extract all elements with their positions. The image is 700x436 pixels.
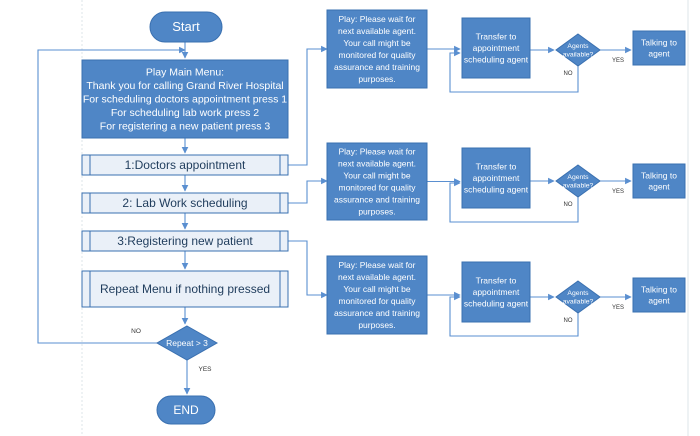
wait-message-line: monitored for quality <box>338 296 416 306</box>
transfer-line: scheduling agent <box>464 298 529 308</box>
talking-line: Talking to <box>641 170 677 180</box>
connector-decision-no-loop-1 <box>449 49 579 93</box>
wait-message-line: assurance and training <box>334 308 420 318</box>
main-menu-line: Thank you for calling Grand River Hospit… <box>86 80 283 92</box>
branch-3-agents-decision: Agents available? <box>555 280 601 314</box>
talking-line: agent <box>648 181 670 191</box>
start-terminator: Start <box>149 11 223 43</box>
connector-repeat-no-loop <box>37 46 186 344</box>
transfer-line: scheduling agent <box>464 54 529 64</box>
repeat-yes-label: YES <box>198 366 212 373</box>
agents-decision-line: available? <box>563 52 594 59</box>
menu-option-2: 2: Lab Work scheduling <box>81 192 289 214</box>
menu-option-label: Repeat Menu if nothing pressed <box>100 282 270 296</box>
wait-message-line: purposes. <box>358 206 395 216</box>
transfer-line: appointment <box>473 43 520 53</box>
talking-line: agent <box>648 295 670 305</box>
transfer-line: Transfer to <box>476 31 517 41</box>
menu-option-4: Repeat Menu if nothing pressed <box>81 270 289 308</box>
main-menu-box: Play Main Menu:Thank you for calling Gra… <box>81 59 289 139</box>
transfer-line: Transfer to <box>476 275 517 285</box>
branch-1-wait-message: Play: Please wait for next available agen… <box>326 9 428 89</box>
end-label: END <box>173 403 199 417</box>
agents-decision-line: available? <box>563 183 594 190</box>
agents-no-label: NO <box>564 71 573 77</box>
wait-message-line: purposes. <box>358 320 395 330</box>
wait-message-line: Your call might be <box>343 170 411 180</box>
wait-message-line: Play: Please wait for <box>338 260 415 270</box>
connector-decision-no-loop-2 <box>449 179 579 223</box>
wait-message-line: monitored for quality <box>338 182 416 192</box>
menu-option-label: 3:Registering new patient <box>117 234 253 248</box>
repeat-decision-label: Repeat > 3 <box>166 338 208 348</box>
main-menu-line: Play Main Menu: <box>146 67 224 79</box>
branch-3-wait-message: Play: Please wait for next available agen… <box>326 255 428 335</box>
branch-2-wait-message: Play: Please wait for next available agen… <box>326 142 428 221</box>
transfer-line: appointment <box>473 287 520 297</box>
talking-line: Talking to <box>641 37 677 47</box>
connector-option-to-wait-2 <box>288 177 328 204</box>
branch-2-agents-decision: Agents available? <box>555 164 601 198</box>
wait-message-line: next available agent. <box>338 158 416 168</box>
branch-1-agents-decision: Agents available? <box>555 33 601 67</box>
agents-no-label: NO <box>564 318 573 324</box>
agents-yes-label: YES <box>612 189 624 195</box>
connector-option-to-wait-3 <box>288 240 328 299</box>
start-label: Start <box>172 19 200 34</box>
wait-message-line: next available agent. <box>338 26 416 36</box>
wait-message-line: Your call might be <box>343 284 411 294</box>
menu-option-3: 3:Registering new patient <box>81 230 289 252</box>
main-menu-line: For scheduling lab work press 2 <box>111 107 259 119</box>
agents-no-label: NO <box>564 202 573 208</box>
transfer-line: appointment <box>473 173 520 183</box>
wait-message-line: assurance and training <box>334 62 420 72</box>
wait-message-line: next available agent. <box>338 272 416 282</box>
agents-decision-line: available? <box>563 299 594 306</box>
main-menu-line: For scheduling doctors appointment press… <box>83 94 287 106</box>
wait-message-line: Your call might be <box>343 38 411 48</box>
repeat-no-label: NO <box>131 328 141 335</box>
wait-message-line: monitored for quality <box>338 50 416 60</box>
agents-yes-label: YES <box>612 305 624 311</box>
menu-option-1: 1:Doctors appointment <box>81 154 289 176</box>
menu-option-label: 2: Lab Work scheduling <box>122 196 247 210</box>
talking-line: agent <box>648 48 670 58</box>
end-terminator: END <box>156 395 216 425</box>
wait-message-line: Play: Please wait for <box>338 14 415 24</box>
agents-decision-line: Agents <box>567 43 589 50</box>
wait-message-line: purposes. <box>358 74 395 84</box>
agents-decision-line: Agents <box>567 290 589 297</box>
transfer-line: scheduling agent <box>464 184 529 194</box>
transfer-line: Transfer to <box>476 161 517 171</box>
agents-decision-line: Agents <box>567 174 589 181</box>
wait-message-line: assurance and training <box>334 194 420 204</box>
main-menu-line: For registering a new patient press 3 <box>100 121 271 133</box>
wait-message-line: Play: Please wait for <box>338 146 415 156</box>
connector-decision-no-loop-3 <box>449 293 579 337</box>
menu-option-label: 1:Doctors appointment <box>125 158 246 172</box>
connector-option-to-wait-1 <box>288 45 328 166</box>
agents-yes-label: YES <box>612 58 624 64</box>
talking-line: Talking to <box>641 284 677 294</box>
repeat-decision: Repeat > 3 <box>155 325 219 361</box>
